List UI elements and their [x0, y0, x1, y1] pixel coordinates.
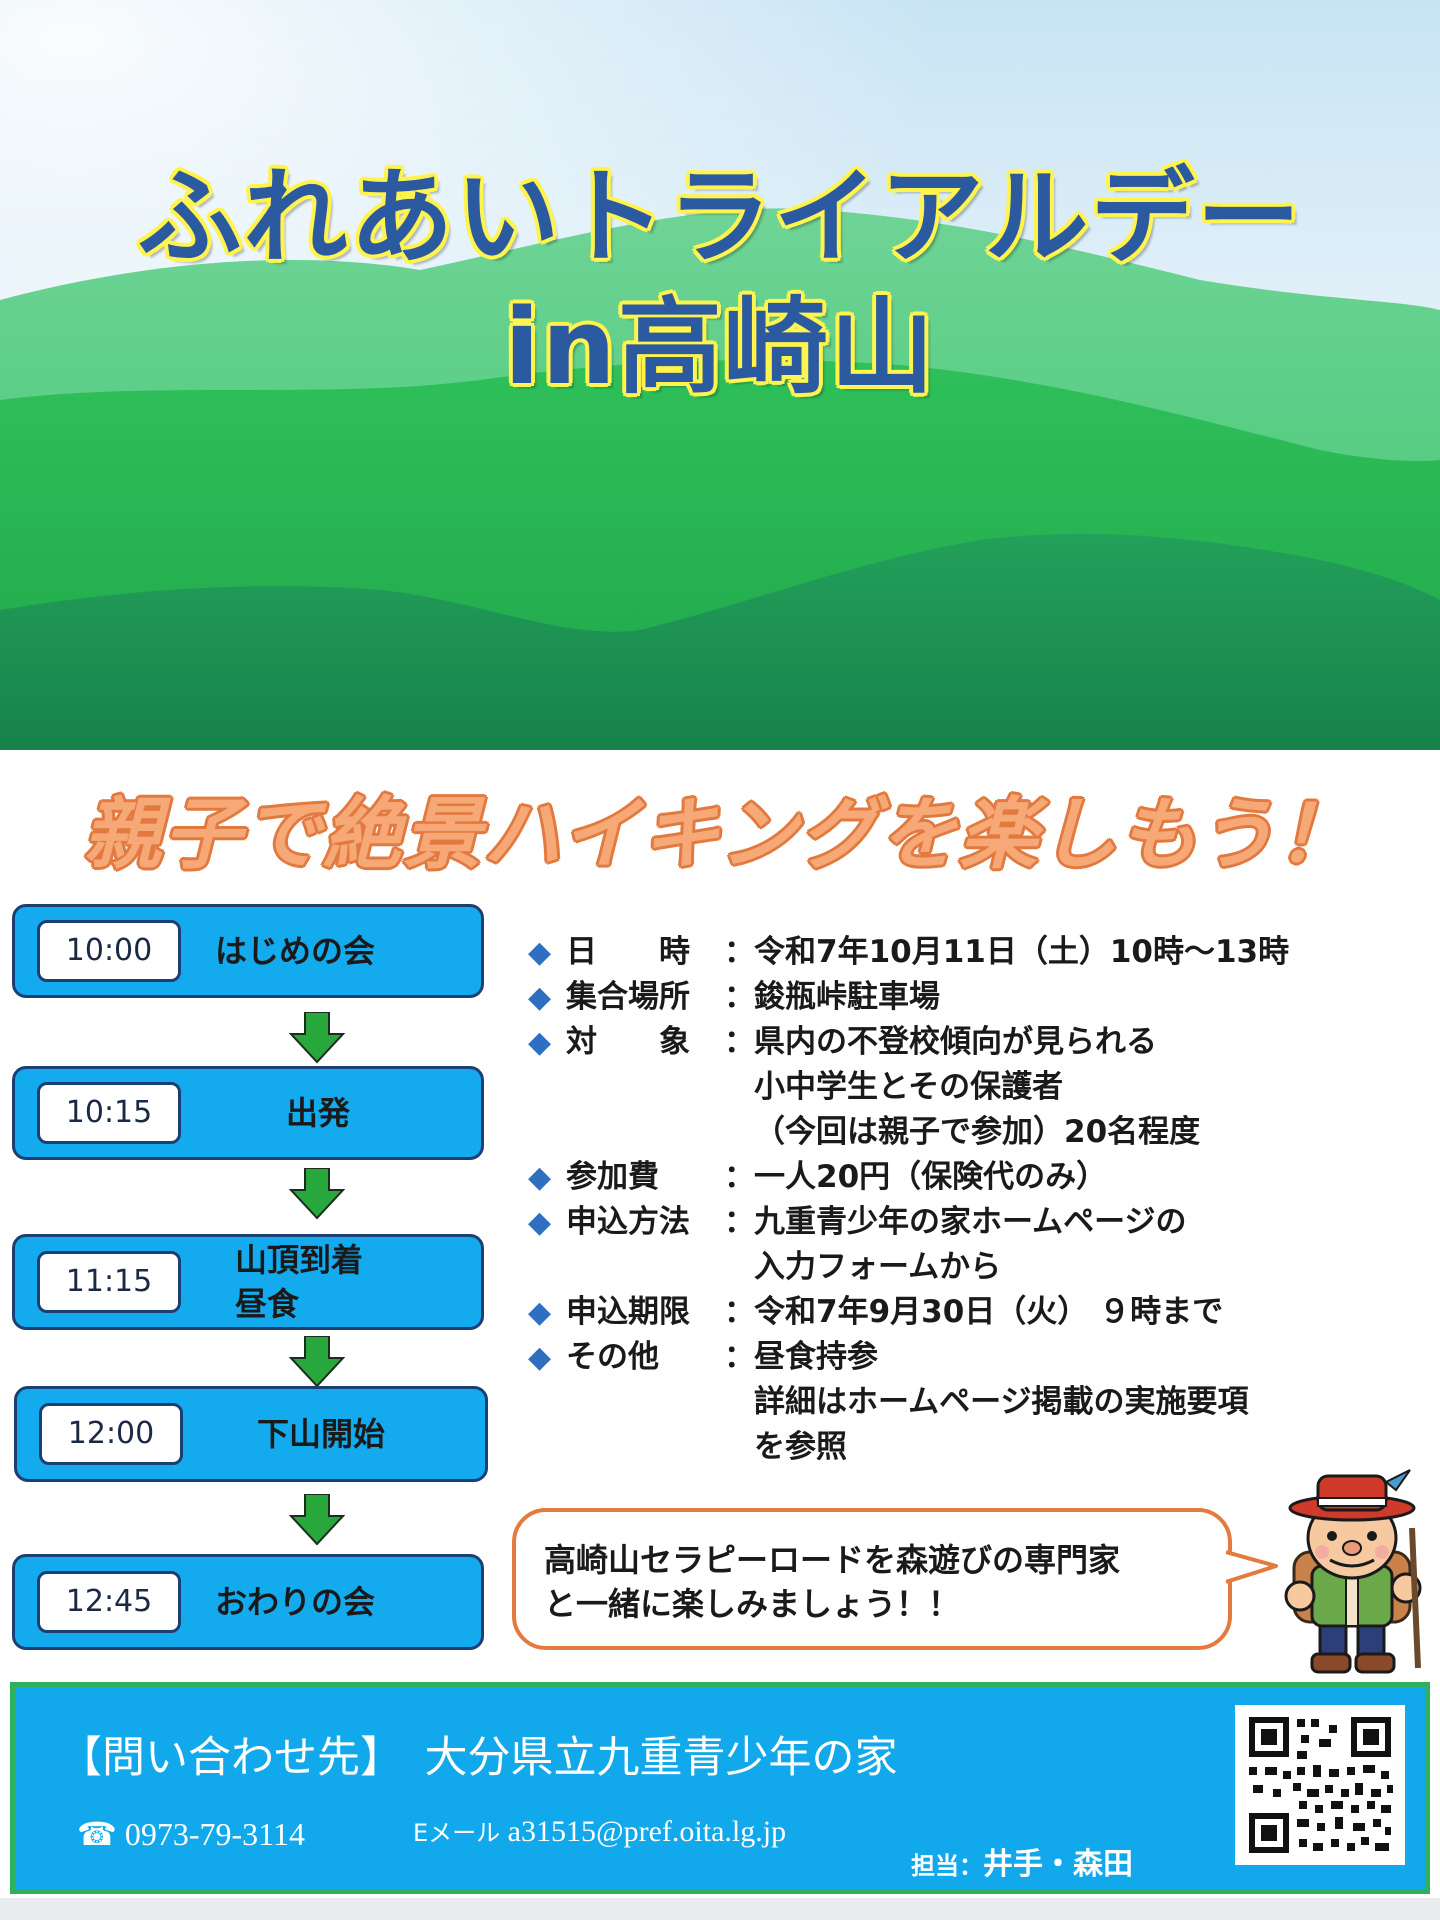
speech-bubble: 高崎山セラピーロードを森遊びの専門家 と一緒に楽しみましょう！！ — [512, 1508, 1232, 1650]
speech-bubble-text: 高崎山セラピーロードを森遊びの専門家 と一緒に楽しみましょう！！ — [544, 1541, 1121, 1623]
phone-number: ☎ 0973-79-3114 — [77, 1816, 305, 1852]
staff-label: 担当： — [911, 1852, 983, 1880]
detail-row-continued: （今回は親子で参加）20名程度 — [528, 1110, 1428, 1155]
detail-row-continued: 入力フォームから — [528, 1245, 1428, 1290]
step-time: 10:00 — [37, 920, 181, 982]
step-label: 出発 — [285, 1094, 350, 1132]
detail-row: ◆ 集合場所 ： 鋑瓶峠駐車場 — [528, 975, 1428, 1020]
detail-value: 小中学生とその保護者 — [754, 1069, 1064, 1105]
diamond-bullet-icon: ◆ — [528, 1205, 552, 1240]
detail-value: （今回は親子で参加）20名程度 — [754, 1114, 1201, 1150]
step-time: 12:45 — [37, 1571, 181, 1633]
schedule-step: 10:00 はじめの会 — [12, 904, 484, 998]
detail-colon: ： — [724, 1204, 755, 1240]
speech-bubble-tail — [1226, 1550, 1278, 1584]
schedule-step: 12:45 おわりの会 — [12, 1554, 484, 1650]
diamond-bullet-icon: ◆ — [528, 980, 552, 1015]
schedule-step: 12:00 下山開始 — [14, 1386, 488, 1482]
detail-row-continued: 詳細はホームページ掲載の実施要項 — [528, 1380, 1428, 1425]
detail-row: ◆ その他 ： 昼食持参 — [528, 1335, 1428, 1380]
detail-value: 鋑瓶峠駐車場 — [754, 979, 940, 1015]
diamond-bullet-icon: ◆ — [528, 1025, 552, 1060]
contact-title: 【問い合わせ先】 大分県立九重青少年の家 — [59, 1733, 898, 1783]
detail-row: ◆ 申込期限 ： 令和7年9月30日（火） ９時まで — [528, 1290, 1428, 1335]
step-label: おわりの会 — [215, 1583, 376, 1621]
detail-row: ◆ 申込方法 ： 九重青少年の家ホームページの — [528, 1200, 1428, 1245]
staff-contact: 担当：井手・森田 — [911, 1839, 1133, 1883]
detail-value: 入力フォームから — [754, 1249, 1002, 1285]
diamond-bullet-icon: ◆ — [528, 1295, 552, 1330]
email-label: Eメール — [413, 1819, 501, 1847]
detail-key: 日 時 — [566, 934, 690, 970]
arrow-down-icon — [289, 1494, 345, 1546]
event-title-line2: in高崎山 — [504, 286, 936, 408]
detail-key: 申込方法 — [566, 1204, 690, 1240]
detail-row: ◆ 日 時 ： 令和7年10月11日（土）10時～13時 — [528, 930, 1428, 975]
detail-key: 対 象 — [566, 1024, 690, 1060]
detail-row: ◆ 参加費 ： 一人20円（保険代のみ） — [528, 1155, 1428, 1200]
detail-value: 詳細はホームページ掲載の実施要項 — [754, 1384, 1249, 1420]
detail-colon: ： — [724, 934, 755, 970]
detail-value: 九重青少年の家ホームページの — [754, 1204, 1187, 1240]
arrow-down-icon — [289, 1012, 345, 1064]
detail-colon: ： — [724, 1024, 755, 1060]
mountain-landscape — [0, 0, 1440, 750]
detail-key: 集合場所 — [566, 979, 690, 1015]
event-subtitle: 親子で絶景ハイキングを楽しもう！ — [83, 790, 1357, 880]
hiker-mascot-icon — [1284, 1469, 1422, 1674]
detail-value: を参照 — [754, 1429, 847, 1465]
step-label: はじめの会 — [215, 932, 376, 970]
step-label: 山頂到着 昼食 — [235, 1241, 364, 1323]
detail-colon: ： — [724, 1159, 755, 1195]
diamond-bullet-icon: ◆ — [528, 1160, 552, 1195]
arrow-down-icon — [289, 1168, 345, 1220]
arrow-down-icon — [289, 1336, 345, 1388]
step-time: 10:15 — [37, 1082, 181, 1144]
detail-value: 令和7年9月30日（火） ９時まで — [754, 1294, 1224, 1330]
schedule-step: 11:15 山頂到着 昼食 — [12, 1234, 484, 1330]
qr-code[interactable] — [1235, 1705, 1405, 1865]
detail-row: ◆ 対 象 ： 県内の不登校傾向が見られる — [528, 1020, 1428, 1065]
contact-footer: 【問い合わせ先】 大分県立九重青少年の家 ☎ 0973-79-3114 Eメール… — [10, 1682, 1430, 1894]
diamond-bullet-icon: ◆ — [528, 935, 552, 970]
detail-row-continued: を参照 — [528, 1425, 1428, 1470]
detail-colon: ： — [724, 1339, 755, 1375]
detail-value: 昼食持参 — [754, 1339, 878, 1375]
hero-banner: ふれあいトライアルデー in高崎山 — [0, 0, 1440, 750]
event-title-line1: ふれあいトライアルデー — [137, 156, 1303, 278]
detail-value: 一人20円（保険代のみ） — [754, 1159, 1108, 1195]
detail-value: 県内の不登校傾向が見られる — [754, 1024, 1157, 1060]
detail-colon: ： — [724, 979, 755, 1015]
detail-value: 令和7年10月11日（土）10時～13時 — [754, 934, 1290, 970]
detail-key: 申込期限 — [566, 1294, 690, 1330]
detail-colon: ： — [724, 1294, 755, 1330]
detail-row-continued: 小中学生とその保護者 — [528, 1065, 1428, 1110]
step-time: 12:00 — [39, 1403, 183, 1465]
schedule-step: 10:15 出発 — [12, 1066, 484, 1160]
email-value: a31515@pref.oita.lg.jp — [507, 1815, 787, 1848]
detail-key: 参加費 — [566, 1159, 659, 1195]
bottom-strip — [0, 1898, 1440, 1920]
step-time: 11:15 — [37, 1251, 181, 1313]
diamond-bullet-icon: ◆ — [528, 1340, 552, 1375]
staff-names: 井手・森田 — [983, 1847, 1133, 1882]
event-details: ◆ 日 時 ： 令和7年10月11日（土）10時～13時 ◆ 集合場所 ： 鋑瓶… — [528, 930, 1428, 1470]
qr-code-icon — [1235, 1705, 1405, 1865]
step-label: 下山開始 — [256, 1415, 385, 1453]
email-address: Eメール a31515@pref.oita.lg.jp — [413, 1813, 786, 1849]
detail-key: その他 — [566, 1339, 659, 1375]
